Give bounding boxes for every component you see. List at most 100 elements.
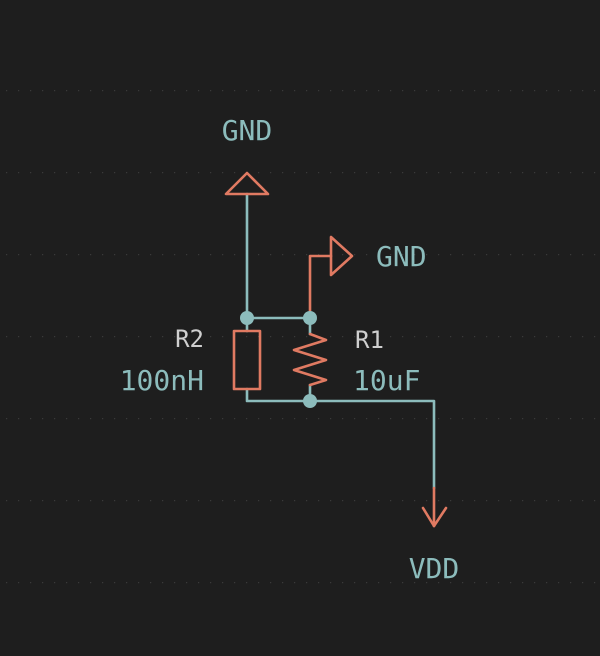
grid-dot [114,500,116,502]
grid-dot [30,254,32,256]
grid-dot [318,90,320,92]
grid-dot [174,336,176,338]
grid-dot [426,172,428,174]
r2-value: 100nH [120,364,204,397]
grid-dot [558,582,560,584]
grid-dot [18,418,20,420]
gnd-right-stem [308,254,333,320]
grid-dot [342,254,344,256]
grid-dot [354,254,356,256]
grid-dot [42,254,44,256]
grid-dot [462,500,464,502]
grid-dot [450,172,452,174]
grid-dot [126,336,128,338]
grid-dot [54,172,56,174]
grid-dot [534,90,536,92]
wire-r2-bottom[interactable] [245,387,312,403]
grid-dot [162,336,164,338]
gnd-right-symbol[interactable] [308,235,354,320]
component-r1[interactable] [292,332,328,387]
grid-dot [90,90,92,92]
grid-dot [138,254,140,256]
grid-dot [150,336,152,338]
grid-dot [54,582,56,584]
grid-dot [42,90,44,92]
grid-dot [30,172,32,174]
grid-dot [6,418,8,420]
grid-dot [198,90,200,92]
grid-dot [414,90,416,92]
grid-dot [18,254,20,256]
grid-dot [546,500,548,502]
grid-dot [558,172,560,174]
grid-dot [414,336,416,338]
grid-dot [486,336,488,338]
grid-dot [414,254,416,256]
grid-dot [534,582,536,584]
grid-dot [558,90,560,92]
grid-dot [186,90,188,92]
component-r2[interactable] [232,329,262,391]
grid-dot [474,172,476,174]
grid-dot [138,500,140,502]
grid-dot [282,90,284,92]
grid-dot [498,582,500,584]
junction-dot [240,311,254,325]
grid-dot [234,582,236,584]
grid-dot [282,172,284,174]
grid-dot [330,418,332,420]
grid-dot [582,254,584,256]
grid-dot [198,418,200,420]
grid-dot [270,336,272,338]
grid-dot [558,500,560,502]
grid-dots [6,90,596,584]
grid-dot [78,500,80,502]
wire-vdd[interactable] [308,399,436,490]
grid-dot [402,500,404,502]
grid-dot [570,582,572,584]
grid-dot [474,254,476,256]
grid-dot [402,418,404,420]
grid-dot [162,500,164,502]
gnd-top-symbol[interactable] [224,171,270,196]
grid-dot [78,418,80,420]
grid-dot [534,418,536,420]
grid-dot [306,254,308,256]
grid-dot [450,582,452,584]
grid-dot [390,254,392,256]
grid-dot [210,582,212,584]
grid-dot [498,500,500,502]
grid-dot [198,172,200,174]
grid-dot [426,90,428,92]
grid-dot [402,90,404,92]
grid-dot [306,500,308,502]
grid-dot [486,90,488,92]
vdd-symbol[interactable] [421,486,448,528]
grid-dot [90,254,92,256]
grid-dot [42,336,44,338]
grid-dot [270,254,272,256]
grid-dot [462,418,464,420]
grid-dot [570,336,572,338]
grid-dot [66,254,68,256]
grid-dot [222,500,224,502]
grid-dot [210,500,212,502]
grid-dot [330,336,332,338]
grid-dot [18,500,20,502]
grid-dot [486,172,488,174]
grid-dot [582,90,584,92]
grid-dot [138,336,140,338]
grid-dot [234,500,236,502]
grid-dot [126,172,128,174]
grid-dot [198,500,200,502]
grid-dot [570,254,572,256]
grid-dot [318,500,320,502]
grid-dot [294,582,296,584]
grid-dot [162,582,164,584]
grid-dot [186,172,188,174]
grid-dot [294,500,296,502]
grid-dot [102,90,104,92]
grid-dot [246,90,248,92]
grid-dot [174,90,176,92]
grid-dot [174,582,176,584]
